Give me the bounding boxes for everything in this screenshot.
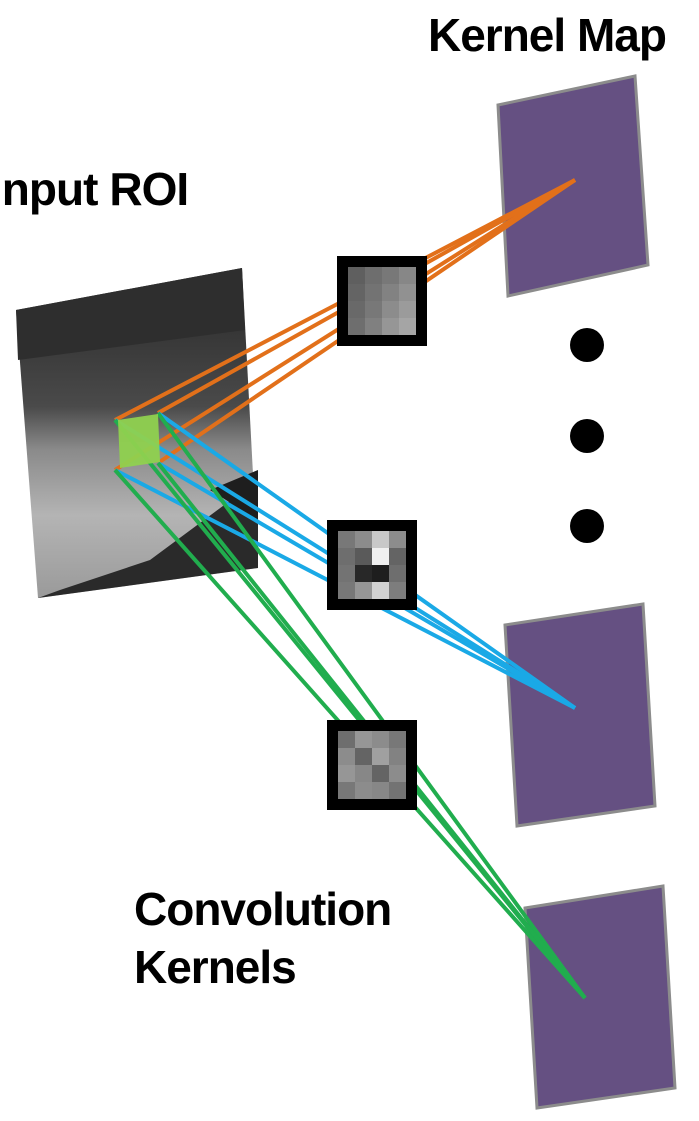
kernel-blue	[327, 520, 417, 610]
ellipsis-dot-1	[570, 328, 604, 362]
kernel-green-pixel	[355, 782, 372, 799]
kernel-green-pixel	[355, 731, 372, 748]
kernel-orange-pixel	[382, 318, 399, 335]
kernels-line: Kernels	[134, 941, 297, 993]
kernel-green-pixel	[355, 765, 372, 782]
kernel-orange-pixel	[399, 301, 416, 318]
kernel-blue-pixel	[389, 548, 406, 565]
kernel-blue-pixel	[372, 531, 389, 548]
kernel-blue-pixel	[372, 582, 389, 599]
kernel-blue-pixel	[355, 548, 372, 565]
kernel-map-3	[523, 884, 677, 1110]
ellipsis-dot-2	[570, 419, 604, 453]
kernel-blue-pixel	[355, 531, 372, 548]
kernel-orange	[337, 256, 427, 346]
kernel-orange-pixel	[348, 267, 365, 284]
kernel-orange-pixel	[365, 267, 382, 284]
kernel-green-pixel	[372, 731, 389, 748]
kernel-green-pixel	[389, 748, 406, 765]
kernel-green	[327, 720, 417, 810]
kernel-green-pixel	[338, 765, 355, 782]
kernel-blue-pixel	[338, 531, 355, 548]
kernel-map-2	[503, 602, 657, 828]
kernel-orange-pixel	[348, 318, 365, 335]
kernel-green-pixel	[338, 782, 355, 799]
kernel-blue-pixel	[355, 565, 372, 582]
kernel-orange-pixel	[365, 284, 382, 301]
kernel-blue-pixel	[389, 531, 406, 548]
kernel-orange-pixel	[382, 284, 399, 301]
kernel-orange-pixel	[348, 284, 365, 301]
kernel-green-pixel	[355, 748, 372, 765]
kernel-blue-pixel	[372, 565, 389, 582]
kernel-blue-pixel	[355, 582, 372, 599]
kernel-orange-pixel	[399, 318, 416, 335]
convolution-line: Convolution	[134, 883, 392, 935]
kernel-green-pixel	[389, 782, 406, 799]
kernel-orange-pixel	[348, 301, 365, 318]
kernel-orange-pixel	[365, 301, 382, 318]
roi-patch	[118, 414, 160, 468]
kernel-blue-pixel	[338, 548, 355, 565]
kernel-orange-pixel	[399, 267, 416, 284]
kernel-blue-pixel	[389, 565, 406, 582]
convolution-kernels-label: Convolution Kernels	[134, 880, 392, 996]
kernel-green-pixel	[372, 765, 389, 782]
kernel-orange-pixel	[365, 318, 382, 335]
kernel-blue-pixel	[338, 565, 355, 582]
input-word: Input	[0, 163, 98, 215]
kernel-orange-pixel	[382, 267, 399, 284]
roi-word: ROI	[109, 163, 189, 215]
kernel-green-pixel	[389, 731, 406, 748]
kernel-green-pixel	[372, 782, 389, 799]
kernel-blue-pixel	[372, 548, 389, 565]
kernel-blue-pixel	[338, 582, 355, 599]
kernel-green-pixel	[338, 748, 355, 765]
kernel-maps-label: Kernel Map	[428, 9, 667, 61]
kernel-orange-pixel	[399, 284, 416, 301]
kernel-green-pixel	[372, 748, 389, 765]
kernel-blue-pixel	[389, 582, 406, 599]
kernel-orange-pixel	[382, 301, 399, 318]
kernel-green-pixel	[338, 731, 355, 748]
kernel-map-1	[496, 74, 650, 298]
ellipsis-dot-3	[570, 509, 604, 543]
kernel-green-pixel	[389, 765, 406, 782]
